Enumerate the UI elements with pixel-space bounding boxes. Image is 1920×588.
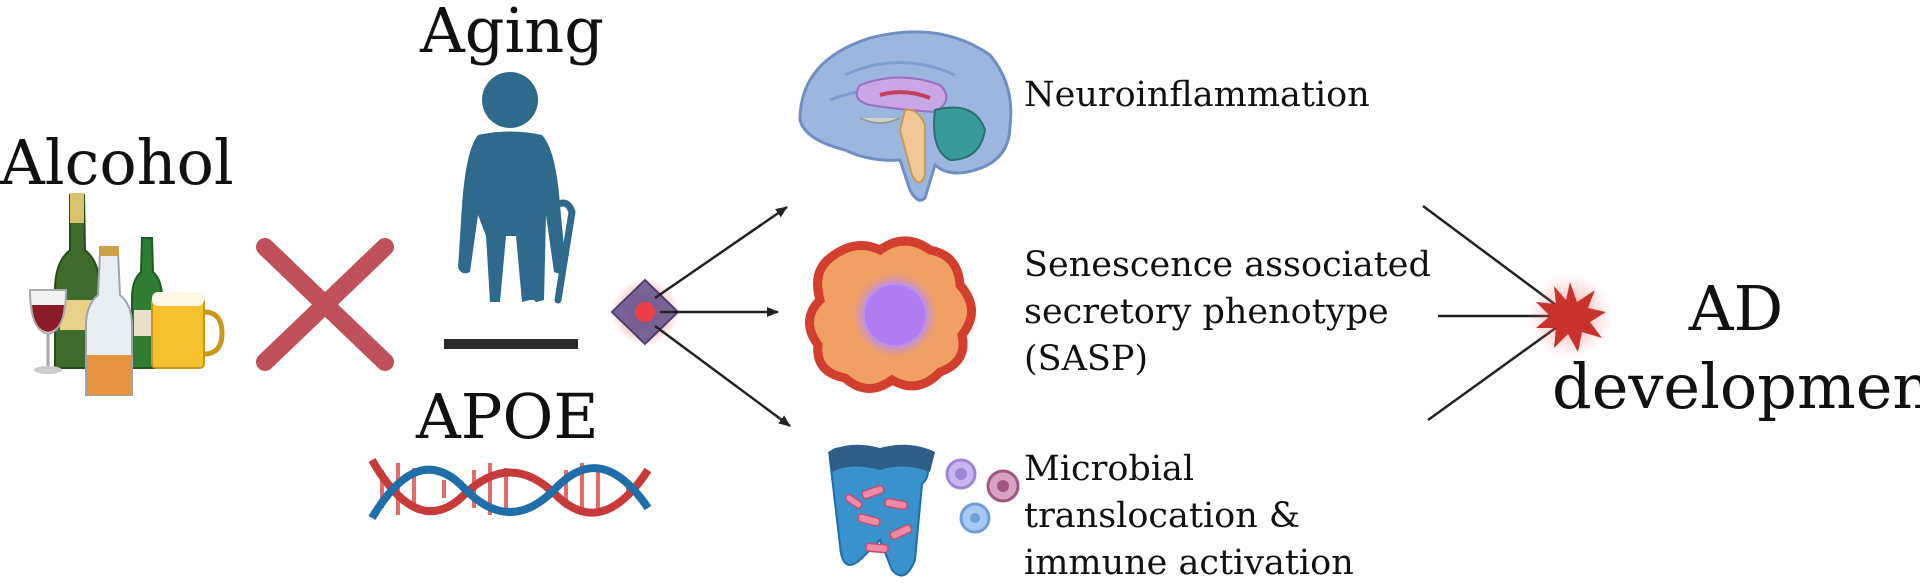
cross-icon: [256, 238, 394, 371]
sasp-line-2: secretory phenotype: [1024, 292, 1389, 332]
divider-bar: [444, 339, 578, 349]
elderly-person-icon: [458, 72, 576, 304]
neuroinflammation-label: Neuroinflammation: [1024, 75, 1370, 115]
microbial-line-3: immune activation: [1024, 543, 1354, 583]
alcohol-bottles-icon: [28, 193, 225, 396]
junction-diamond-icon: [610, 278, 680, 346]
outcome-line-2: development: [1552, 350, 1920, 423]
outcome-label: AD development: [1552, 270, 1920, 426]
senescent-cell-icon: [805, 236, 976, 393]
brain-icon: [798, 30, 1013, 202]
branch-arrows: [654, 205, 791, 428]
aging-label: Aging: [420, 0, 604, 67]
microbial-line-1: Microbial: [1024, 449, 1195, 489]
sasp-line-1: Senescence associated: [1024, 245, 1431, 285]
intestine-icon: [828, 444, 935, 577]
immune-cells-icon: [945, 458, 1020, 534]
sasp-label: Senescence associated secretory phenotyp…: [1024, 242, 1431, 383]
microbial-line-2: translocation &: [1024, 496, 1301, 536]
outcome-line-1: AD: [1688, 272, 1784, 345]
burst-icon: [1528, 274, 1612, 358]
microbial-label: Microbial translocation & immune activat…: [1024, 446, 1354, 587]
sasp-line-3: (SASP): [1024, 339, 1149, 379]
alcohol-label: Alcohol: [0, 126, 234, 199]
dna-helix-icon: [368, 458, 652, 521]
apoe-label: APOE: [416, 380, 599, 453]
